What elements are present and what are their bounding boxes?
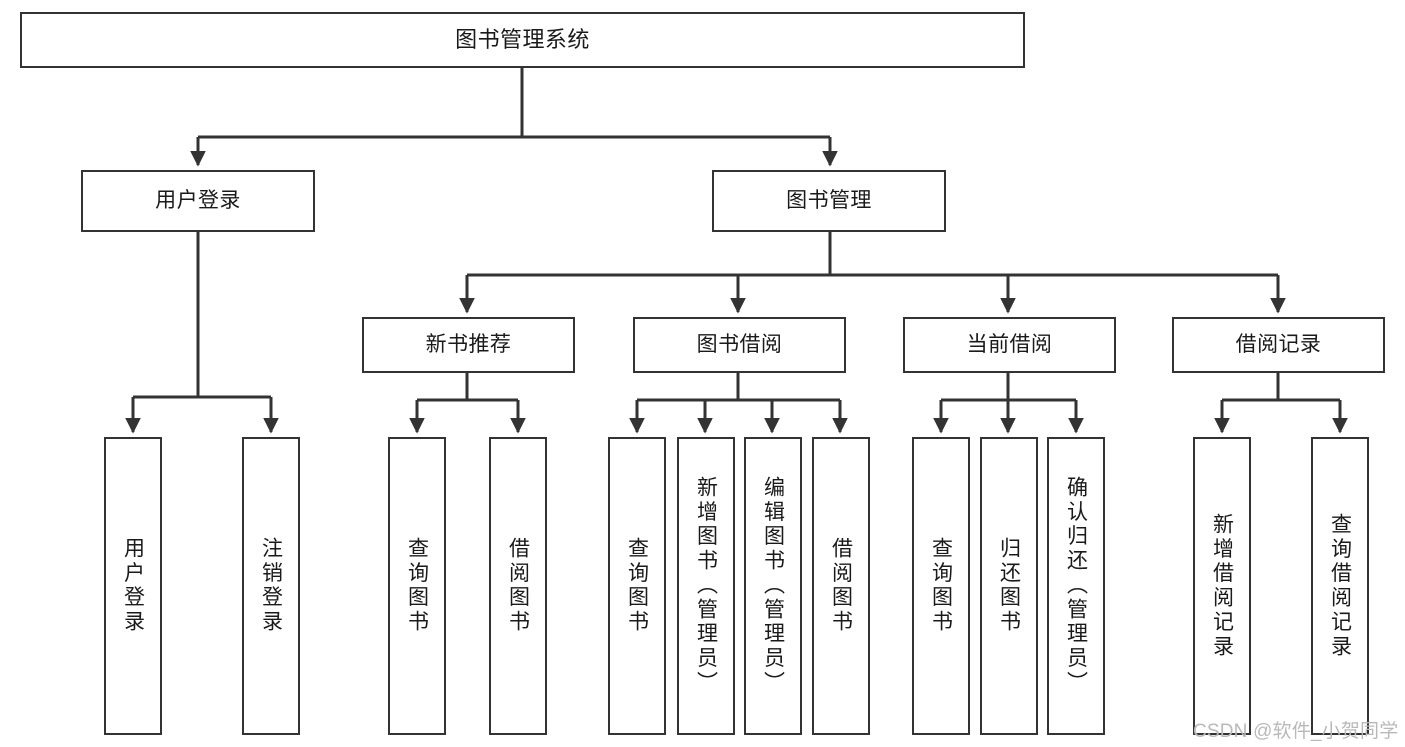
leaf-confirm-return-admin[interactable]: 确认归还（管理员）	[1047, 437, 1105, 735]
leaf-borrow-book-recommend[interactable]: 借阅图书	[489, 437, 547, 735]
leaf-add-book-admin[interactable]: 新增图书（管理员）	[677, 437, 735, 735]
node-book-management[interactable]: 图书管理	[712, 170, 946, 232]
leaf-query-book-current[interactable]: 查询图书	[912, 437, 970, 735]
node-user-login[interactable]: 用户登录	[81, 170, 315, 232]
node-label: 归还图书	[997, 537, 1021, 635]
leaf-add-borrow-record[interactable]: 新增借阅记录	[1193, 437, 1251, 735]
leaf-query-book-recommend[interactable]: 查询图书	[388, 437, 446, 735]
node-label: 查询借阅记录	[1328, 512, 1352, 660]
leaf-return-book[interactable]: 归还图书	[980, 437, 1038, 735]
node-book-borrow[interactable]: 图书借阅	[633, 317, 846, 373]
leaf-edit-book-admin[interactable]: 编辑图书（管理员）	[744, 437, 802, 735]
node-label: 图书管理系统	[455, 26, 590, 52]
node-label: 新书推荐	[425, 333, 512, 357]
node-new-book-recommend[interactable]: 新书推荐	[362, 317, 575, 373]
node-label: 确认归还（管理员）	[1064, 476, 1088, 696]
node-label: 用户登录	[121, 537, 145, 635]
node-label: 图书借阅	[696, 333, 783, 357]
node-current-borrow[interactable]: 当前借阅	[903, 317, 1116, 373]
node-borrow-record[interactable]: 借阅记录	[1172, 317, 1385, 373]
node-label: 新增图书（管理员）	[694, 476, 718, 696]
node-label: 查询图书	[405, 537, 429, 635]
node-label: 借阅记录	[1235, 333, 1322, 357]
leaf-query-book-borrow[interactable]: 查询图书	[608, 437, 666, 735]
node-label: 图书管理	[786, 189, 872, 213]
node-label: 查询图书	[929, 537, 953, 635]
node-label: 注销登录	[259, 537, 283, 635]
leaf-user-login[interactable]: 用户登录	[104, 437, 162, 735]
leaf-logout[interactable]: 注销登录	[242, 437, 300, 735]
node-label: 当前借阅	[966, 333, 1053, 357]
node-label: 用户登录	[155, 189, 241, 213]
node-label: 查询图书	[625, 537, 649, 635]
node-label: 借阅图书	[506, 537, 530, 635]
node-label: 借阅图书	[829, 537, 853, 635]
node-label: 新增借阅记录	[1210, 512, 1234, 660]
leaf-borrow-book[interactable]: 借阅图书	[812, 437, 870, 735]
leaf-query-borrow-record[interactable]: 查询借阅记录	[1311, 437, 1369, 735]
node-label: 编辑图书（管理员）	[761, 476, 785, 696]
node-root-system[interactable]: 图书管理系统	[20, 12, 1025, 68]
